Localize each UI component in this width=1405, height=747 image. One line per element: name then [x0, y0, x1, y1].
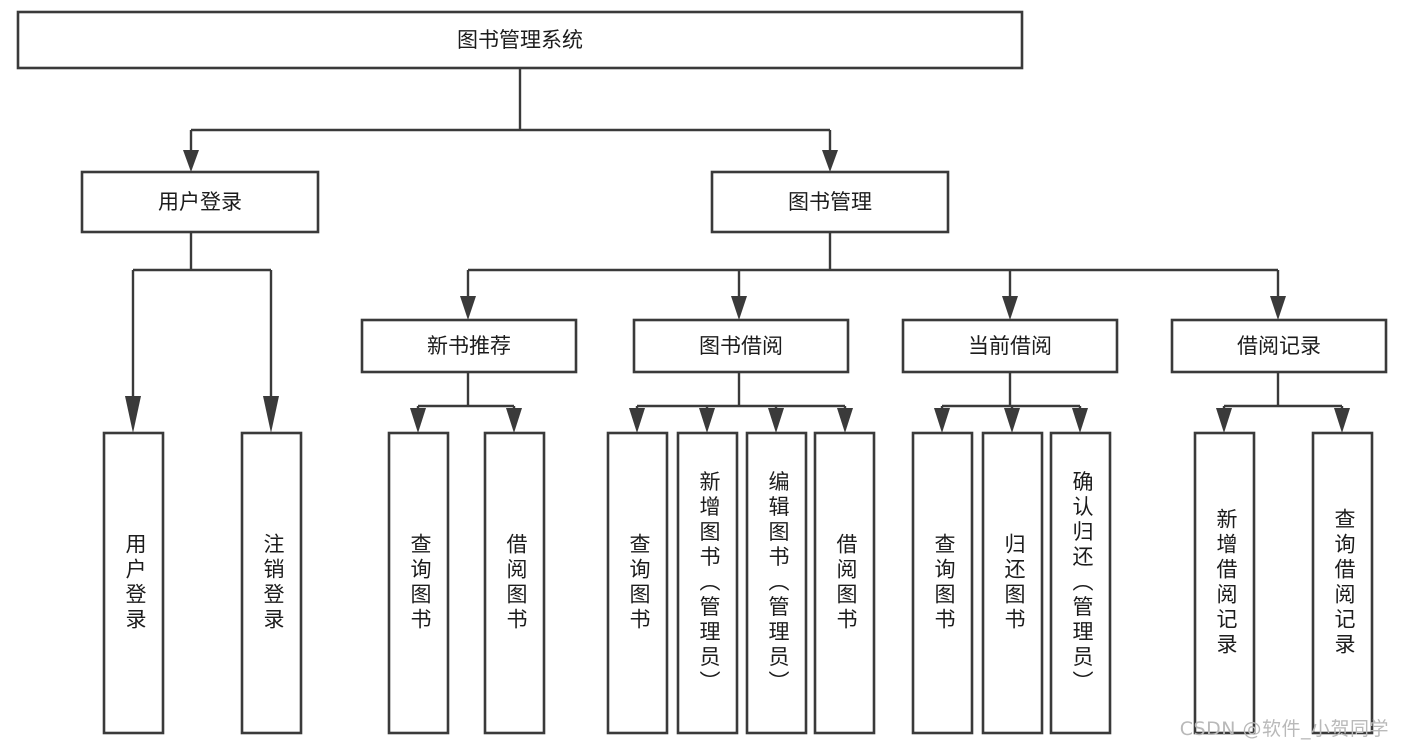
- leaf-record-query-record-label: 查询借阅记录: [1332, 508, 1356, 658]
- node-root-system-label: 图书管理系统: [457, 28, 583, 52]
- leaf-borrow-edit-book-label: 编辑图书（管理员）: [766, 471, 790, 696]
- leaf-borrow-add-book-box[interactable]: [676, 431, 739, 735]
- node-current-borrow-box[interactable]: [901, 318, 1119, 374]
- node-book-management-box[interactable]: [710, 170, 950, 234]
- leaf-record-query-record-box[interactable]: [1311, 431, 1374, 735]
- arrow-head-current-leaf3: [1072, 408, 1088, 433]
- leaf-logout-label: 注销登录: [261, 533, 285, 633]
- leaf-logout-box[interactable]: [240, 431, 303, 735]
- leaf-newbook-query-book[interactable]: 查询图书: [387, 431, 450, 735]
- node-book-management-label: 图书管理: [788, 190, 872, 214]
- leaf-user-login-box[interactable]: [102, 431, 165, 735]
- csdn-watermark: CSDN @软件_小贺同学: [1179, 718, 1389, 740]
- arrow-head-borrow-record: [1270, 296, 1286, 320]
- arrow-head-borrow-leaf3: [768, 408, 784, 433]
- leaf-current-query-book[interactable]: 查询图书: [911, 431, 974, 735]
- node-book-borrow[interactable]: 图书借阅: [632, 318, 850, 374]
- node-borrow-record[interactable]: 借阅记录: [1170, 318, 1388, 374]
- arrow-head-record-leaf2: [1334, 408, 1350, 433]
- arrow-head-current-leaf1: [934, 408, 950, 433]
- arrow-head-borrow-leaf1: [629, 408, 645, 433]
- leaf-user-login[interactable]: 用户登录: [102, 431, 165, 735]
- node-current-borrow-label: 当前借阅: [968, 334, 1052, 358]
- leaf-current-confirm-return-box[interactable]: [1049, 431, 1112, 735]
- leaf-borrow-edit-book-box[interactable]: [745, 431, 808, 735]
- arrow-head-book-borrow: [731, 296, 747, 320]
- leaf-borrow-query-book[interactable]: 查询图书: [606, 431, 669, 735]
- node-user-login[interactable]: 用户登录: [80, 170, 320, 234]
- node-book-borrow-box[interactable]: [632, 318, 850, 374]
- leaf-newbook-borrow-book-label: 借阅图书: [504, 533, 528, 633]
- node-current-borrow[interactable]: 当前借阅: [901, 318, 1119, 374]
- leaf-current-return-book[interactable]: 归还图书: [981, 431, 1044, 735]
- arrow-head-newbook-leaf1: [410, 408, 426, 433]
- arrow-head-current-leaf2: [1004, 408, 1020, 433]
- arrow-head-borrow-leaf2: [699, 408, 715, 433]
- arrow-head-new-book-recommend: [460, 296, 476, 320]
- leaf-logout[interactable]: 注销登录: [240, 431, 303, 735]
- arrow-head-newbook-leaf2: [506, 408, 522, 433]
- leaf-current-query-book-label: 查询图书: [932, 533, 956, 633]
- leaf-user-login-label: 用户登录: [123, 533, 147, 633]
- node-new-book-recommend[interactable]: 新书推荐: [360, 318, 578, 374]
- leaf-borrow-borrow-book-box[interactable]: [813, 431, 876, 735]
- leaf-current-query-book-box[interactable]: [911, 431, 974, 735]
- leaf-borrow-add-book[interactable]: 新增图书（管理员）: [676, 431, 739, 735]
- leaf-current-return-book-label: 归还图书: [1002, 533, 1026, 633]
- arrow-head-to-book-management: [822, 150, 838, 172]
- node-new-book-recommend-box[interactable]: [360, 318, 578, 374]
- leaf-record-query-record[interactable]: 查询借阅记录: [1311, 431, 1374, 735]
- arrow-head-leaf-user-login: [125, 396, 141, 433]
- arrow-head-borrow-leaf4: [837, 408, 853, 433]
- node-borrow-record-label: 借阅记录: [1237, 334, 1321, 358]
- node-root-system[interactable]: 图书管理系统: [16, 10, 1024, 70]
- leaf-record-add-record-box[interactable]: [1193, 431, 1256, 735]
- leaf-borrow-add-book-label: 新增图书（管理员）: [697, 471, 721, 696]
- leaf-record-add-record[interactable]: 新增借阅记录: [1193, 431, 1256, 735]
- node-borrow-record-box[interactable]: [1170, 318, 1388, 374]
- leaf-borrow-borrow-book-label: 借阅图书: [834, 533, 858, 633]
- leaf-current-confirm-return[interactable]: 确认归还（管理员）: [1049, 431, 1112, 735]
- node-new-book-recommend-label: 新书推荐: [427, 334, 511, 358]
- leaf-borrow-borrow-book[interactable]: 借阅图书: [813, 431, 876, 735]
- node-user-login-label: 用户登录: [158, 190, 242, 214]
- leaf-borrow-query-book-label: 查询图书: [627, 533, 651, 633]
- leaf-newbook-query-book-box[interactable]: [387, 431, 450, 735]
- leaf-record-add-record-label: 新增借阅记录: [1214, 508, 1238, 658]
- arrow-head-current-borrow: [1002, 296, 1018, 320]
- arrow-head-to-user-login: [183, 150, 199, 172]
- node-book-borrow-label: 图书借阅: [699, 334, 783, 358]
- node-book-management[interactable]: 图书管理: [710, 170, 950, 234]
- leaf-borrow-query-book-box[interactable]: [606, 431, 669, 735]
- leaf-newbook-borrow-book[interactable]: 借阅图书: [483, 431, 546, 735]
- leaf-current-return-book-box[interactable]: [981, 431, 1044, 735]
- leaf-newbook-borrow-book-box[interactable]: [483, 431, 546, 735]
- leaf-newbook-query-book-label: 查询图书: [408, 533, 432, 633]
- connector-layer: [125, 68, 1350, 433]
- arrow-head-record-leaf1: [1216, 408, 1232, 433]
- node-root-system-box[interactable]: [16, 10, 1024, 70]
- leaf-borrow-edit-book[interactable]: 编辑图书（管理员）: [745, 431, 808, 735]
- leaf-current-confirm-return-label: 确认归还（管理员）: [1070, 471, 1094, 696]
- arrow-head-leaf-logout: [263, 396, 279, 433]
- node-user-login-box[interactable]: [80, 170, 320, 234]
